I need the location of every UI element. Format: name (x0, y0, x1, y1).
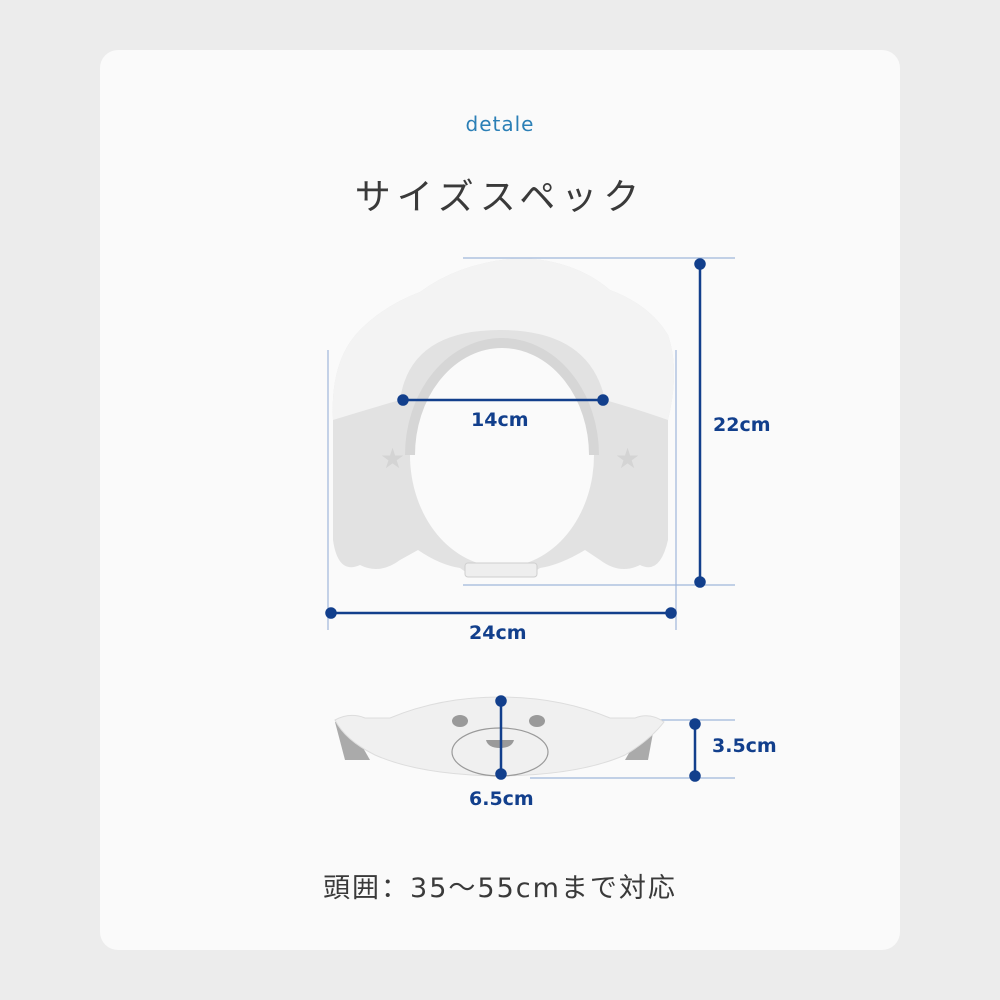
brand-logo: detale (465, 112, 535, 136)
bear-eye (452, 715, 468, 727)
star-icon: ★ (380, 442, 405, 475)
guide-lines (327, 257, 735, 779)
height-label: 22cm (713, 414, 771, 436)
depth-label: 3.5cm (712, 735, 777, 757)
shampoo-hat-top-view: ★ ★ (332, 258, 674, 578)
inner-width-label: 14cm (471, 409, 529, 431)
page-title: サイズスペック (354, 177, 646, 218)
shampoo-hat-front-view (334, 696, 665, 777)
bear-eye (529, 715, 545, 727)
head-size-note: 頭囲：35〜55cmまで対応 (323, 873, 677, 904)
width-label: 24cm (469, 622, 527, 644)
front-height-label: 6.5cm (469, 788, 534, 810)
star-icon: ★ (615, 442, 640, 475)
dimension-markers (325, 258, 706, 619)
front-dimension-markers (495, 695, 701, 782)
